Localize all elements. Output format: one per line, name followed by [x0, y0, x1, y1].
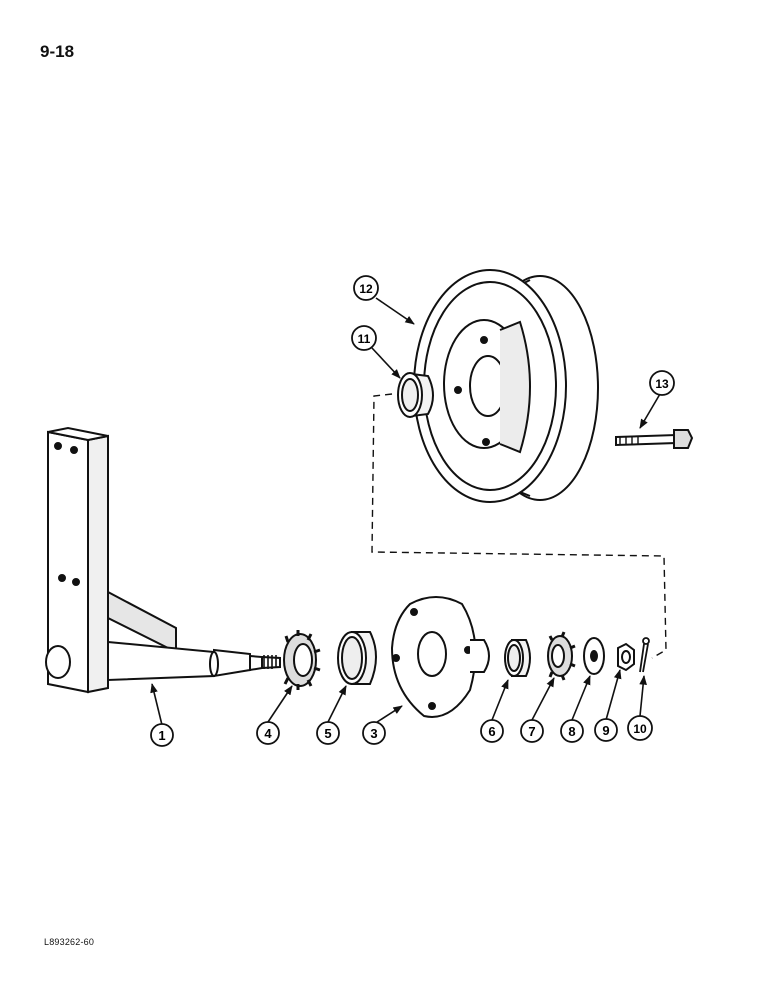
- assembly-dashed-line: [371, 393, 667, 659]
- callout-label-7: 7: [528, 724, 535, 739]
- callout-label-1: 1: [158, 728, 165, 743]
- callout-11: 11: [351, 325, 377, 351]
- callout-1: 1: [150, 723, 174, 747]
- callout-10: 10: [627, 715, 653, 741]
- callout-4: 4: [256, 721, 280, 745]
- cotter-pin: [639, 637, 650, 673]
- wheel-bolt: [615, 429, 694, 449]
- inner-bearing-cone: [283, 630, 321, 690]
- spindle-arm: [45, 426, 281, 694]
- callout-label-12: 12: [359, 282, 373, 296]
- page-number: 9-18: [40, 42, 75, 61]
- outer-bearing-cup: [504, 639, 531, 677]
- callout-6: 6: [480, 719, 504, 743]
- washer: [583, 637, 605, 675]
- callout-3: 3: [362, 721, 386, 745]
- callout-9: 9: [594, 718, 618, 742]
- wheel-rim: [413, 269, 599, 503]
- callout-13: 13: [649, 370, 675, 396]
- callout-12: 12: [353, 275, 379, 301]
- callout-label-4: 4: [264, 726, 272, 741]
- wheel-hub: [390, 596, 490, 718]
- callout-label-10: 10: [633, 722, 647, 736]
- outer-bearing-cone: [547, 631, 576, 681]
- callout-label-11: 11: [358, 332, 371, 346]
- leader-lines: [150, 297, 661, 726]
- slotted-nut: [617, 642, 635, 672]
- callout-7: 7: [520, 719, 544, 743]
- hub-seal: [397, 372, 434, 418]
- figure-code: L893262-60: [44, 937, 95, 947]
- callout-label-13: 13: [655, 377, 669, 391]
- callout-5: 5: [316, 721, 340, 745]
- callout-label-8: 8: [568, 724, 575, 739]
- callout-label-6: 6: [488, 724, 495, 739]
- inner-bearing-cup: [337, 631, 377, 685]
- callout-8: 8: [560, 719, 584, 743]
- callout-label-9: 9: [602, 723, 609, 738]
- callout-label-3: 3: [370, 726, 377, 741]
- callout-label-5: 5: [324, 726, 331, 741]
